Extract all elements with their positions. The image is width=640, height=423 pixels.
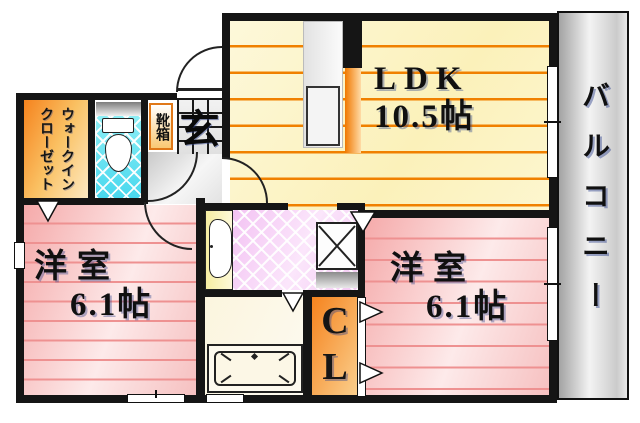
closet-label: CL [314, 300, 356, 392]
toilet-fixture-tank [102, 118, 134, 133]
wall [16, 395, 557, 403]
window [206, 394, 244, 403]
balcony-label: バルコニー [578, 80, 609, 331]
washbasin-fixture [209, 219, 232, 278]
wall [358, 210, 365, 300]
wall [16, 198, 144, 205]
entrance-tile-floor: 玄 [177, 98, 222, 154]
closet-sliding-door [357, 297, 366, 397]
window-tick [544, 283, 561, 285]
walk-in-closet-label: ウォークイン クローゼット [38, 107, 74, 191]
closet-door-marker [359, 300, 384, 324]
front-door-arc [176, 46, 222, 92]
window [14, 242, 25, 269]
kitchen-sink [306, 86, 340, 146]
bedroom2-label: 洋室 6.1帖 [390, 251, 509, 325]
window-tick [544, 121, 561, 123]
wall [310, 290, 358, 297]
bathroom-door-marker [281, 292, 305, 313]
shoe-box-label: 靴箱 [154, 112, 169, 141]
wall [358, 210, 557, 218]
wall [196, 203, 288, 210]
wall [303, 290, 312, 403]
wall [222, 13, 557, 21]
shoe-box: 靴箱 [149, 103, 173, 150]
wall [549, 13, 557, 403]
entrance-label: 玄 [179, 107, 220, 152]
wall [196, 198, 205, 403]
washbasin-faucet-dot [210, 245, 213, 248]
front-door-leaf [177, 88, 222, 91]
wall [141, 100, 148, 204]
kitchen-partition [345, 68, 361, 153]
window-tick [155, 390, 157, 398]
walk-in-closet-door-marker [35, 200, 61, 223]
wall [337, 203, 365, 210]
bedroom1-label: 洋室 6.1帖 [34, 249, 153, 323]
ldk-floor [230, 21, 549, 211]
closet-cl: CL [312, 297, 358, 395]
kitchen-wall-stub [343, 13, 362, 68]
bedroom2-door-marker [349, 211, 377, 234]
washing-machine-x-mark [318, 225, 356, 267]
wall [196, 290, 282, 297]
walk-in-closet: ウォークイン クローゼット [24, 100, 88, 198]
wall [222, 13, 230, 158]
ldk-label: LDK 10.5帖 [374, 61, 475, 135]
toilet-shelf [96, 102, 141, 116]
wall [16, 93, 177, 100]
bedroom2-floor [365, 218, 549, 395]
washroom-counter [316, 272, 358, 288]
closet-door-marker [359, 361, 384, 385]
balcony-area: バルコニー [557, 11, 629, 400]
toilet-fixture-bowl [105, 134, 132, 172]
wall [88, 100, 95, 200]
